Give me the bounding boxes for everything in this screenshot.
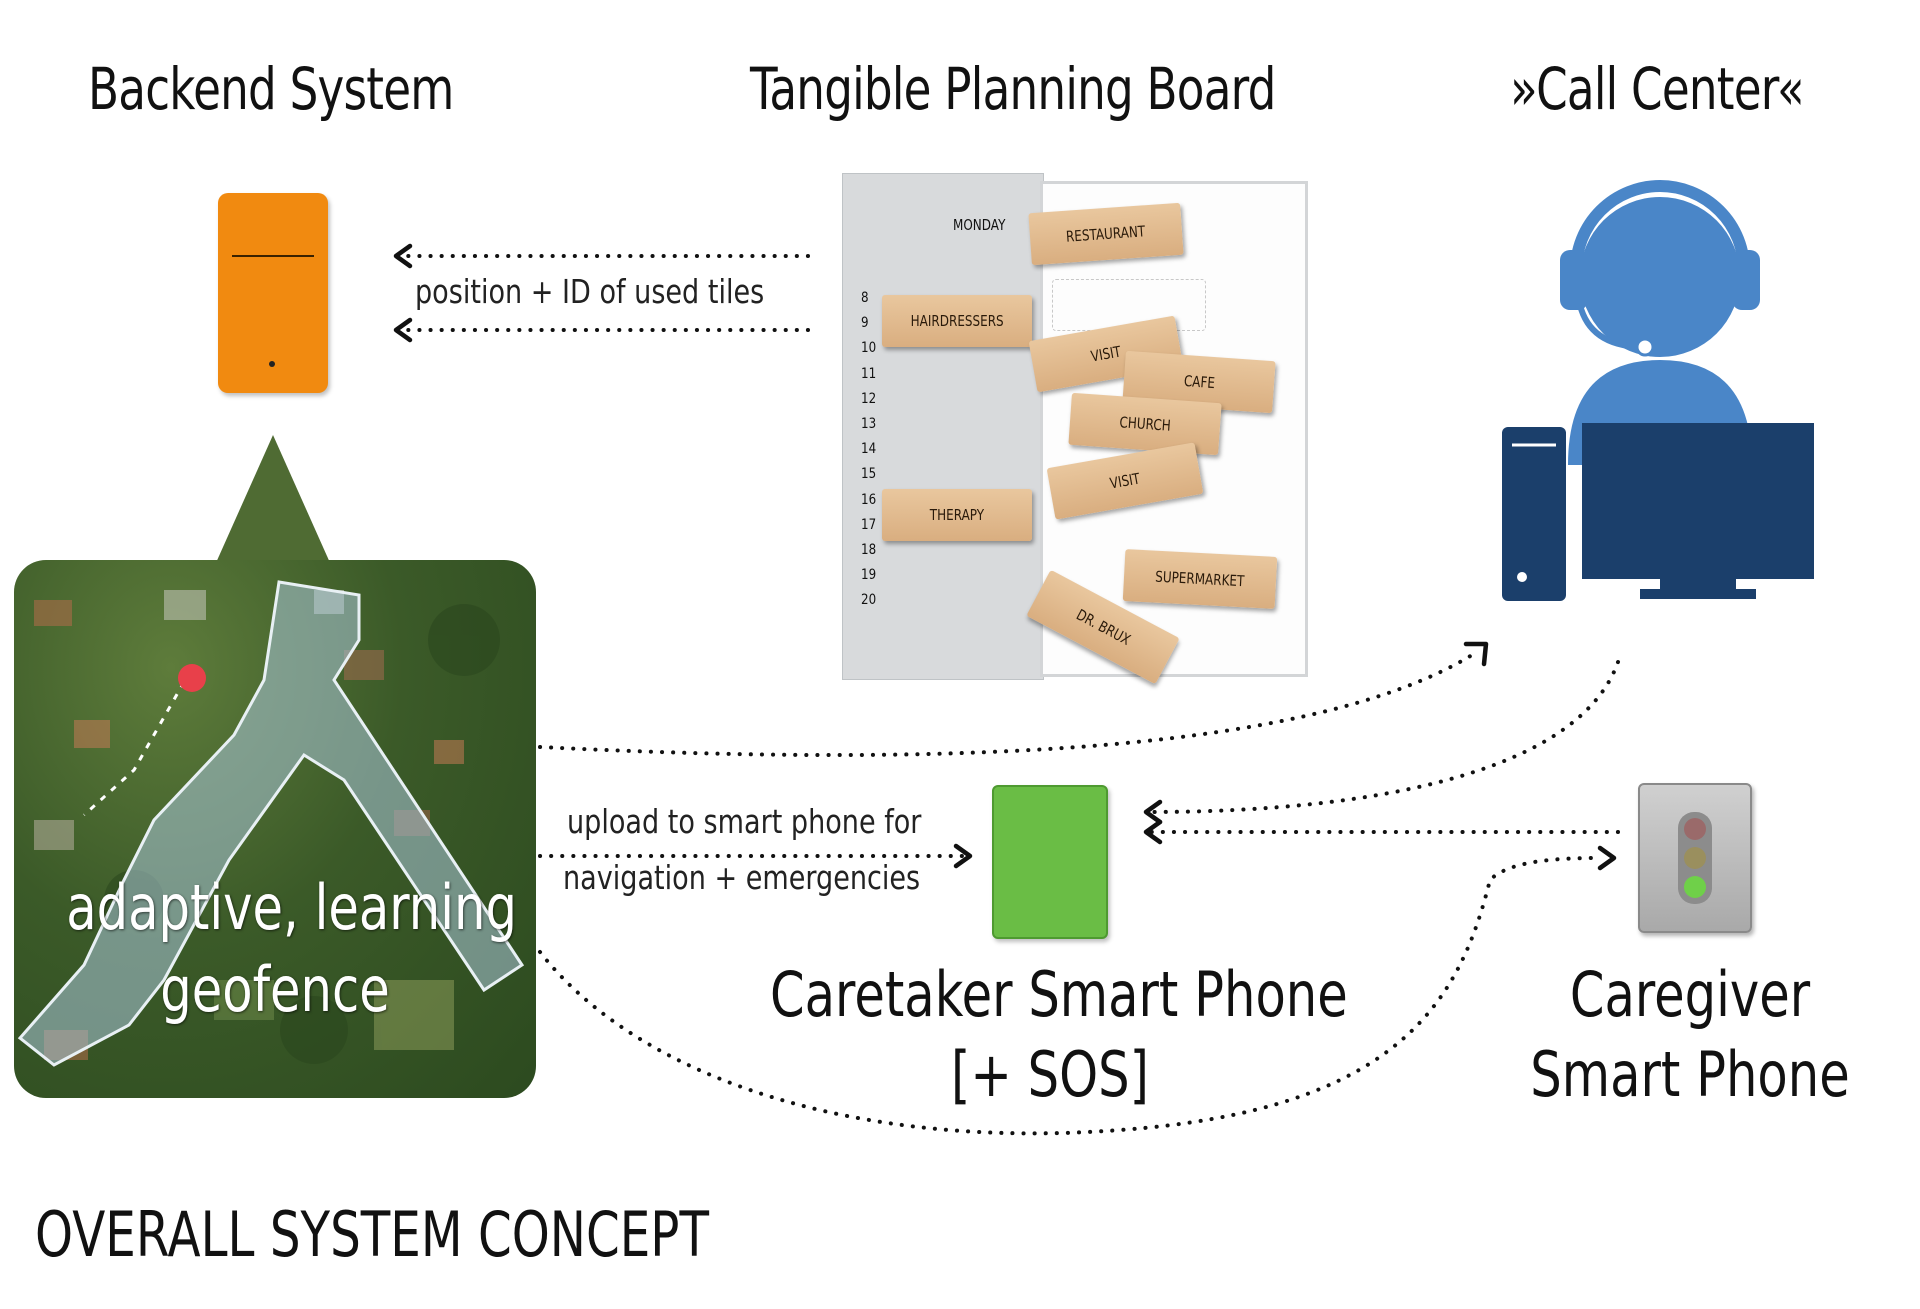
server-power-dot xyxy=(269,361,275,367)
tile-label: CHURCH xyxy=(1118,413,1172,435)
arrow-callcenter-to-caretaker xyxy=(1148,660,1620,814)
hour-label: 18 xyxy=(861,542,877,559)
hour-label: 11 xyxy=(861,365,877,382)
planning-board: MONDAY 8 9 10 11 12 13 14 15 16 17 18 19… xyxy=(842,173,1308,685)
server-icon xyxy=(218,193,328,393)
board-day-label: MONDAY xyxy=(953,216,1006,234)
tile-hairdressers[interactable]: HAIRDRESSERS xyxy=(882,295,1032,347)
caretaker-label-2: [+ SOS] xyxy=(950,1038,1150,1111)
hour-label: 16 xyxy=(861,491,877,508)
tile-supermarket[interactable]: SUPERMARKET xyxy=(1122,549,1278,609)
red-light xyxy=(1684,818,1706,840)
upload-label-line1: upload to smart phone for xyxy=(567,802,922,841)
board-hours: 8 9 10 11 12 13 14 15 16 17 18 19 20 xyxy=(861,286,876,614)
geofence-area xyxy=(17,580,525,1067)
tile-label: DR. BRUX xyxy=(1073,605,1133,649)
hour-label: 10 xyxy=(861,340,877,357)
hour-label: 17 xyxy=(861,516,877,533)
hour-label: 20 xyxy=(861,592,877,609)
tile-restaurant[interactable]: RESTAURANT xyxy=(1028,202,1184,266)
geofence-map xyxy=(14,560,536,1098)
green-light xyxy=(1684,876,1706,898)
arrowhead-caregiver xyxy=(1597,845,1617,871)
tile-label: THERAPY xyxy=(929,506,985,524)
aerial-map-image xyxy=(17,580,525,1067)
arrowhead-backend-2 xyxy=(393,317,413,343)
caregiver-smartphone-icon xyxy=(1638,783,1752,933)
geofence-label-1: adaptive, learning xyxy=(66,871,517,944)
arrowhead-caretaker-1 xyxy=(1143,799,1163,825)
geofence-label-2: geofence xyxy=(160,953,390,1026)
tile-label: VISIT xyxy=(1089,342,1123,366)
board-timeline-panel: MONDAY 8 9 10 11 12 13 14 15 16 17 18 19… xyxy=(842,173,1044,680)
tile-label: HAIRDRESSERS xyxy=(910,312,1004,330)
upload-label-line2: navigation + emergencies xyxy=(563,858,921,897)
yellow-light xyxy=(1684,847,1706,869)
hour-label: 12 xyxy=(861,390,877,407)
call-center-agent-icon xyxy=(1502,180,1814,601)
map-speech-pointer xyxy=(215,435,331,565)
backend-arrow-label: position + ID of used tiles xyxy=(415,272,765,311)
user-location-dot xyxy=(178,664,206,692)
traffic-light-icon xyxy=(1678,812,1712,904)
board-heading: Tangible Planning Board xyxy=(750,55,1276,123)
call-center-heading: »Call Center« xyxy=(1510,55,1805,123)
hour-label: 15 xyxy=(861,466,877,483)
tile-church[interactable]: CHURCH xyxy=(1068,392,1222,456)
caregiver-label-1: Caregiver xyxy=(1569,958,1811,1031)
arrowhead-backend-1 xyxy=(393,243,413,269)
hour-label: 8 xyxy=(861,290,869,306)
tile-label: RESTAURANT xyxy=(1065,222,1147,246)
server-slot xyxy=(232,255,314,257)
route-path xyxy=(82,681,186,817)
arrow-map-to-caregiver xyxy=(538,856,1602,1136)
hour-label: 9 xyxy=(861,315,869,332)
tile-label: VISIT xyxy=(1108,469,1142,493)
tile-therapy[interactable]: THERAPY xyxy=(882,489,1032,541)
arrowhead-caretaker-2 xyxy=(1143,819,1163,845)
backend-heading: Backend System xyxy=(88,55,454,123)
hour-label: 19 xyxy=(861,567,877,584)
caretaker-smartphone-icon xyxy=(992,785,1108,939)
hour-label: 13 xyxy=(861,416,877,433)
caregiver-label-2: Smart Phone xyxy=(1530,1038,1850,1111)
tile-label: SUPERMARKET xyxy=(1154,567,1246,591)
arrowhead-caretaker-3 xyxy=(953,843,973,869)
hour-label: 14 xyxy=(861,441,877,458)
tile-label: CAFE xyxy=(1182,371,1216,393)
arrowhead-callcenter xyxy=(1463,641,1489,667)
caretaker-label-1: Caretaker Smart Phone xyxy=(770,958,1348,1031)
overall-concept-title: OVERALL SYSTEM CONCEPT xyxy=(35,1198,710,1271)
